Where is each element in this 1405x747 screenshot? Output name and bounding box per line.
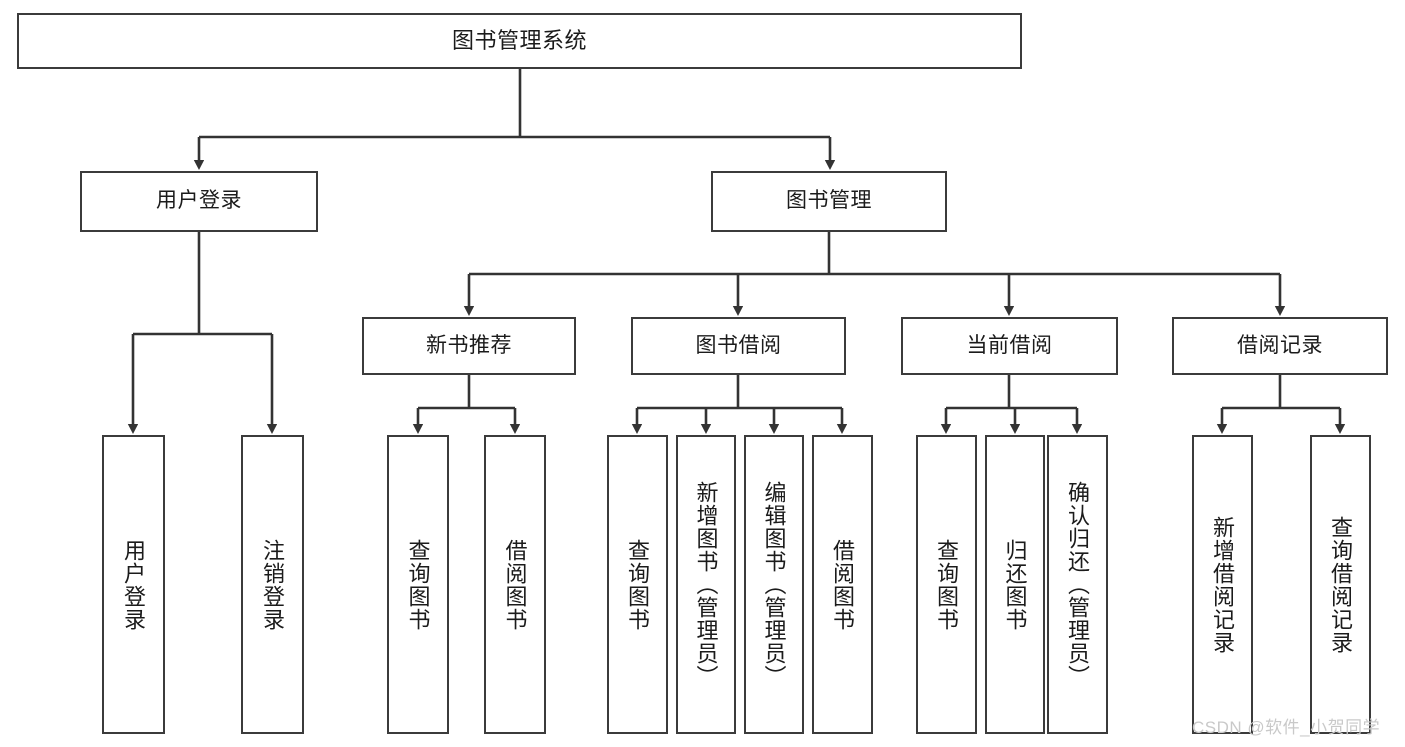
node-leaf-user-login[interactable]: 用户登录 — [102, 435, 165, 734]
node-leaf-query-record-label: 查询借阅记录 — [1328, 515, 1354, 654]
node-borrow-record[interactable]: 借阅记录 — [1172, 317, 1388, 375]
node-current-borrow[interactable]: 当前借阅 — [901, 317, 1118, 375]
node-user-login-label: 用户登录 — [156, 189, 242, 213]
node-leaf-confirm-return-label: 确认归还（管理员） — [1065, 481, 1091, 688]
node-leaf-query-record[interactable]: 查询借阅记录 — [1310, 435, 1371, 734]
node-leaf-add-book[interactable]: 新增图书（管理员） — [676, 435, 736, 734]
node-leaf-add-record[interactable]: 新增借阅记录 — [1192, 435, 1253, 734]
node-leaf-query-book-1-label: 查询图书 — [405, 538, 431, 631]
node-book-manage[interactable]: 图书管理 — [711, 171, 947, 232]
node-leaf-logout-label: 注销登录 — [260, 538, 286, 631]
node-root-label: 图书管理系统 — [451, 28, 587, 54]
node-new-book-rec[interactable]: 新书推荐 — [362, 317, 576, 375]
node-leaf-user-login-label: 用户登录 — [121, 538, 147, 631]
node-leaf-confirm-return[interactable]: 确认归还（管理员） — [1047, 435, 1108, 734]
node-leaf-query-book-2[interactable]: 查询图书 — [607, 435, 668, 734]
node-leaf-borrow-book-1-label: 借阅图书 — [502, 538, 528, 631]
node-leaf-borrow-book-1[interactable]: 借阅图书 — [484, 435, 546, 734]
node-borrow-record-label: 借阅记录 — [1237, 333, 1323, 357]
node-leaf-borrow-book-2[interactable]: 借阅图书 — [812, 435, 873, 734]
node-leaf-edit-book-label: 编辑图书（管理员） — [761, 481, 787, 688]
watermark: CSDN @软件_小贺同学 — [1192, 718, 1381, 737]
node-leaf-query-book-1[interactable]: 查询图书 — [387, 435, 449, 734]
node-user-login[interactable]: 用户登录 — [80, 171, 318, 232]
node-leaf-query-book-3-label: 查询图书 — [934, 538, 960, 631]
node-current-borrow-label: 当前借阅 — [966, 333, 1053, 357]
node-leaf-return-book-label: 归还图书 — [1002, 538, 1028, 631]
node-leaf-query-book-3[interactable]: 查询图书 — [916, 435, 977, 734]
node-leaf-logout[interactable]: 注销登录 — [241, 435, 304, 734]
node-leaf-query-book-2-label: 查询图书 — [625, 538, 651, 631]
node-book-manage-label: 图书管理 — [786, 189, 872, 213]
node-leaf-edit-book[interactable]: 编辑图书（管理员） — [744, 435, 804, 734]
node-leaf-add-record-label: 新增借阅记录 — [1210, 515, 1236, 654]
node-new-book-rec-label: 新书推荐 — [426, 333, 512, 357]
node-leaf-borrow-book-2-label: 借阅图书 — [830, 538, 856, 631]
node-leaf-return-book[interactable]: 归还图书 — [985, 435, 1045, 734]
node-book-borrow[interactable]: 图书借阅 — [631, 317, 846, 375]
node-book-borrow-label: 图书借阅 — [695, 333, 782, 357]
node-leaf-add-book-label: 新增图书（管理员） — [693, 481, 719, 688]
node-root[interactable]: 图书管理系统 — [17, 13, 1022, 69]
